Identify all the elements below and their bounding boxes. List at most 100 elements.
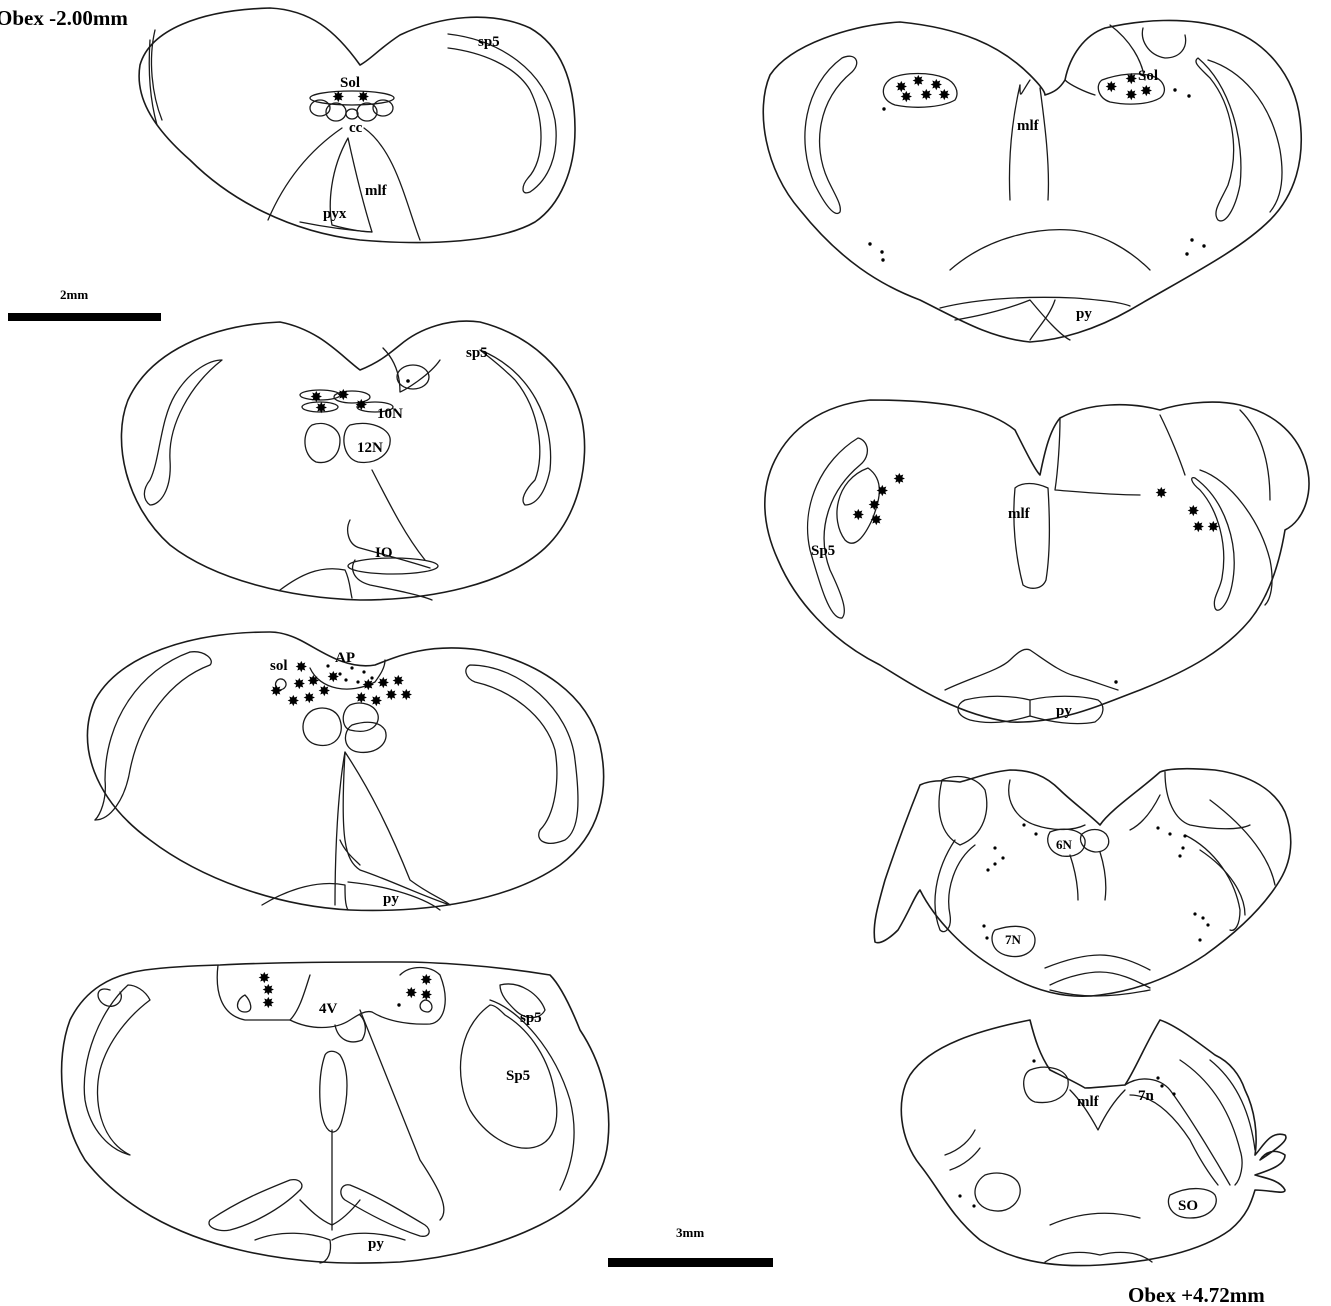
labeled-cell-dot-marker [986,868,989,871]
labeled-cell-dot-marker [1198,938,1201,941]
anatomical-contour [1130,795,1160,830]
anatomical-contour [480,350,551,505]
labeled-cell-star-marker: ✸ [1207,518,1220,536]
labeled-cell-dot-marker [362,670,365,673]
labeled-cell-star-marker: ✸ [893,470,906,488]
labeled-cell-dot-marker [1187,94,1190,97]
labeled-cell-dot-marker [1201,916,1204,919]
label-r1-sol: Sol [1138,68,1158,84]
section-left-4: ✸ ✸ ✸ ✸ ✸ ✸ 4V sp5 Sp5 py [62,962,609,1263]
labeled-cell-dot-marker [326,664,329,667]
labeled-cell-star-marker: ✸ [400,686,413,704]
anatomical-contour [448,34,556,193]
anatomical-contour [238,995,251,1012]
anatomical-contour [84,985,150,1155]
section-left-2: ✸ ✸ ✸ ✸ sp5 10N 12N IO [121,321,584,600]
section-right-2-outline [765,400,1309,722]
labeled-cell-dot-marker [1185,252,1188,255]
labeled-cell-dot-marker [880,250,883,253]
anatomical-contour [1045,1252,1152,1262]
label-r1-py: py [1076,306,1092,322]
label-s4-sp5-lower: sp5 [520,1010,542,1026]
anatomical-contour [1240,410,1270,500]
labeled-cell-dot-marker [406,379,410,383]
labeled-cell-dot-marker [350,666,353,669]
anatomical-contour [1196,58,1241,221]
anatomical-contour [805,56,857,213]
labeled-cell-dot-marker [397,1003,400,1006]
anatomical-contour [320,1051,347,1132]
nucleus-contour [346,109,358,119]
anatomical-contour [144,360,222,505]
anatomical-contour [383,348,440,392]
labeled-cell-dot-marker [1001,856,1004,859]
nucleus-contour [310,91,394,105]
anatomical-contour [95,652,190,820]
label-s3-py: py [383,891,399,907]
label-r2-sp5: Sp5 [811,543,835,559]
labeled-cell-star-marker: ✸ [900,88,913,106]
anatomical-contour [353,560,432,600]
label-r2-mlf: mlf [1008,506,1031,522]
anatomical-contour [1014,484,1049,589]
labeled-cell-dot-marker [356,680,359,683]
labeled-cell-dot-marker [993,862,996,865]
labeled-cell-star-marker: ✸ [262,994,275,1012]
label-s1-sp5: sp5 [478,34,500,50]
anatomical-contour [1130,1095,1218,1185]
anatomical-contour [1100,852,1106,900]
labeled-cell-dot-marker [1183,834,1186,837]
scale-bar-3mm-line [608,1258,773,1267]
labeled-cell-dot-marker [881,258,884,261]
labeled-cell-dot-marker [982,924,985,927]
label-s2-io: IO [375,545,393,561]
anatomical-contour [1160,415,1185,475]
labeled-cell-star-marker: ✸ [270,682,283,700]
label-s4-4v: 4V [319,1001,338,1017]
section-right-4: mlf 7n SO [901,1020,1286,1266]
labeled-cell-dot-marker [993,846,996,849]
section-right-2: ✸ ✸ ✸ ✸ ✸ ✸ ✸ ✸ ✸ mlf Sp5 py [765,400,1309,724]
anatomical-contour [935,840,975,932]
labeled-cell-dot-marker [1181,846,1184,849]
section-right-4-outline [901,1020,1286,1266]
labeled-cell-star-marker: ✸ [295,658,308,676]
section-right-1: ✸ ✸ ✸ ✸ ✸ ✸ ✸ ✸ ✸ ✸ Sol mlf py [763,20,1301,342]
scale-bar-2mm-label: 2mm [60,287,88,302]
anatomical-contour [1009,780,1085,830]
label-r4-mlf: mlf [1077,1094,1100,1110]
labeled-cell-dot-marker [1156,1076,1159,1079]
labeled-cell-star-marker: ✸ [1105,78,1118,96]
anatomical-contour [1210,1060,1255,1150]
anatomical-contour [343,752,450,905]
anatomical-contour [340,840,360,865]
anatomical-contour [950,230,1150,270]
anatomical-contour [303,708,341,745]
scale-bar-3mm-label: 3mm [676,1225,704,1240]
label-s2-12n: 12N [357,440,383,456]
labeled-cell-star-marker: ✸ [852,506,865,524]
anatomical-contour [1055,418,1140,495]
label-r3-6n: 6N [1056,837,1073,852]
labeled-cell-dot-marker [1032,1059,1035,1062]
labeled-cell-star-marker: ✸ [938,86,951,104]
label-s1-mlf: mlf [365,183,388,199]
anatomical-contour [305,423,340,462]
label-r4-so: SO [1178,1198,1198,1214]
label-s2-sp5: sp5 [466,345,488,361]
labeled-cell-star-marker: ✸ [876,482,889,500]
anatomical-contour [1200,470,1272,605]
anatomical-contour [1185,835,1240,930]
label-r3-7n: 7N [1005,932,1022,947]
anatomical-contour [1050,1213,1140,1225]
labeled-cell-dot-marker [985,936,988,939]
labeled-cell-star-marker: ✸ [1155,484,1168,502]
labeled-cell-star-marker: ✸ [920,86,933,104]
labeled-cell-dot-marker [1022,823,1025,826]
anatomical-contour [1030,300,1055,340]
anatomical-contour [1009,85,1020,200]
labeled-cell-dot-marker [344,678,347,681]
anatomical-contour [945,1130,975,1155]
labeled-cell-dot-marker [1206,923,1209,926]
